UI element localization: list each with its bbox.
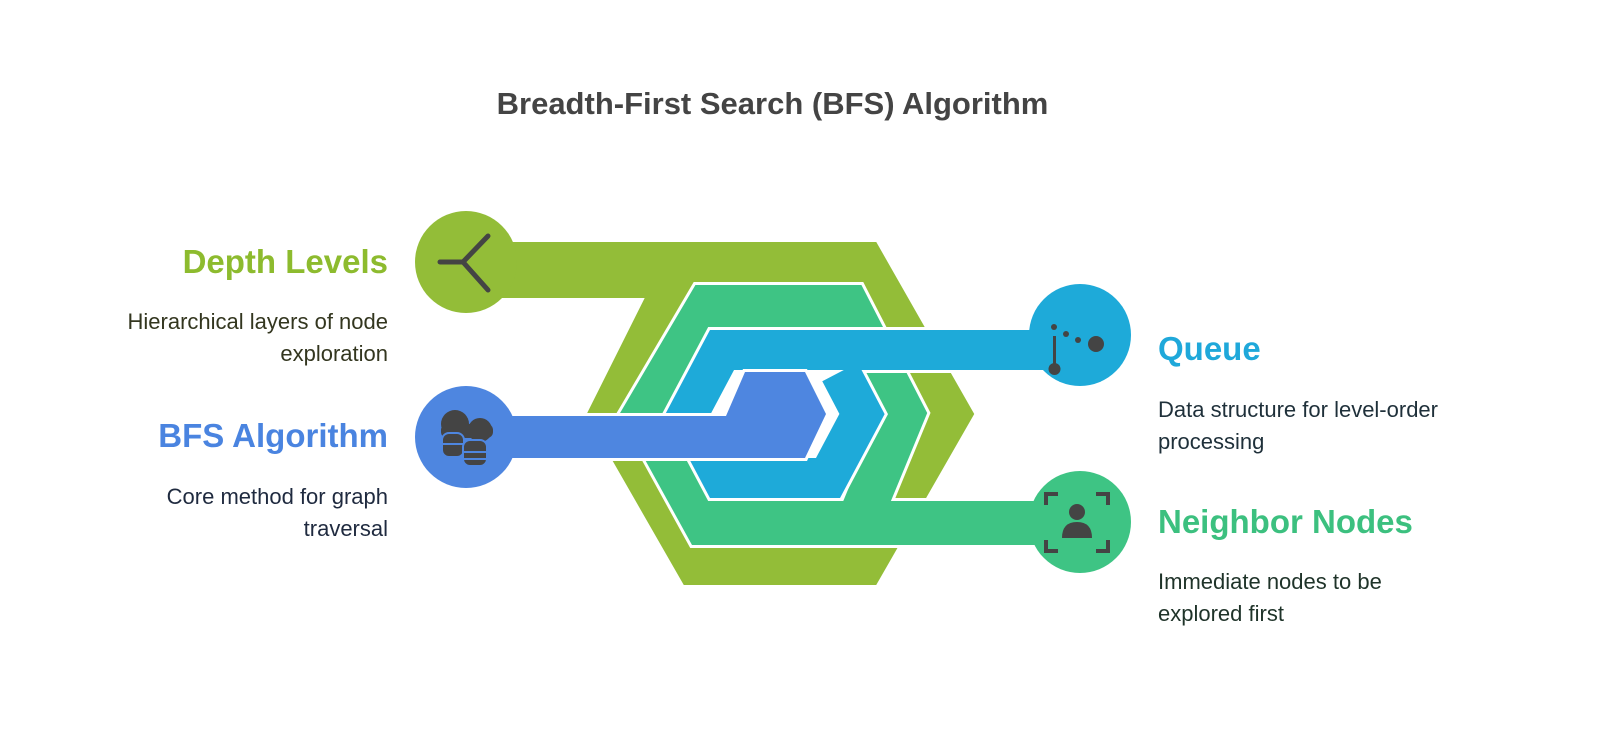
neighbor-nodes-description: Immediate nodes to be explored first: [1158, 569, 1382, 626]
neighbor-nodes-node: [1029, 471, 1131, 573]
queue-icon: [1048, 324, 1104, 375]
database-cloud-icon: [441, 410, 493, 467]
depth-levels-description: Hierarchical layers of node exploration: [127, 309, 388, 366]
queue-node: [1029, 284, 1131, 386]
bfs-algorithm-description: Core method for graph traversal: [166, 484, 388, 541]
neighbor-nodes-band: [616, 282, 1075, 548]
diagram-title: Breadth-First Search (BFS) Algorithm: [496, 86, 1049, 121]
person-focus-icon: [1044, 492, 1110, 553]
branch-icon: [437, 233, 491, 293]
queue-label: Queue: [1158, 330, 1261, 367]
bfs-algorithm-band: [465, 369, 829, 461]
neighbor-nodes-label: Neighbor Nodes: [1158, 503, 1413, 540]
depth-levels-label: Depth Levels: [182, 243, 388, 280]
queue-band: [661, 327, 1075, 501]
bfs-algorithm-label: BFS Algorithm: [158, 417, 388, 454]
queue-description: Data structure for level-order processin…: [1158, 397, 1438, 454]
